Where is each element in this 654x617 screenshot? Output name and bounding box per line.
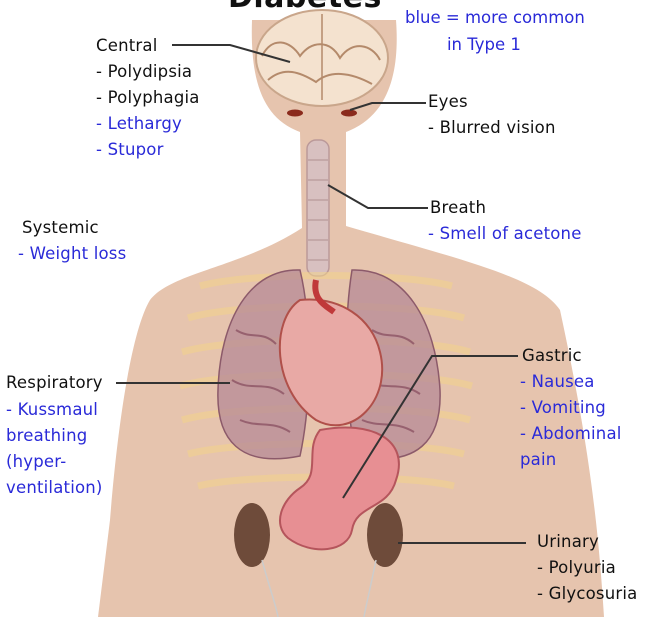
central-symptom: - Lethargy	[96, 111, 182, 137]
central-symptom: - Stupor	[96, 137, 164, 163]
central-symptom: - Polyphagia	[96, 85, 200, 111]
urinary-symptom: - Glycosuria	[537, 581, 637, 607]
gastric-symptom: - Vomiting	[520, 395, 606, 421]
respiratory-symptom: (hyper-	[6, 449, 66, 475]
gastric-symptom: - Abdominal	[520, 421, 622, 447]
urinary-label: Urinary	[537, 529, 599, 555]
type1-legend: blue = more common in Type 1	[405, 4, 585, 58]
breath-symptom: - Smell of acetone	[428, 221, 582, 247]
urinary-symptom: - Polyuria	[537, 555, 616, 581]
central-symptom: - Polydipsia	[96, 59, 192, 85]
gastric-label: Gastric	[522, 343, 582, 369]
breath-label: Breath	[430, 195, 486, 221]
trachea	[307, 140, 329, 276]
eyes-symptom: - Blurred vision	[428, 115, 556, 141]
central-label: Central	[96, 33, 157, 59]
respiratory-symptom: - Kussmaul	[6, 397, 98, 423]
systemic-label: Systemic	[22, 215, 99, 241]
gastric-symptom: - Nausea	[520, 369, 595, 395]
respiratory-symptom: breathing	[6, 423, 87, 449]
diagram-title: Diabetes	[228, 0, 382, 15]
gastric-symptom: pain	[520, 447, 556, 473]
respiratory-label: Respiratory	[6, 370, 103, 396]
systemic-symptom: - Weight loss	[18, 241, 126, 267]
eyes-label: Eyes	[428, 89, 468, 115]
respiratory-symptom: ventilation)	[6, 475, 103, 501]
